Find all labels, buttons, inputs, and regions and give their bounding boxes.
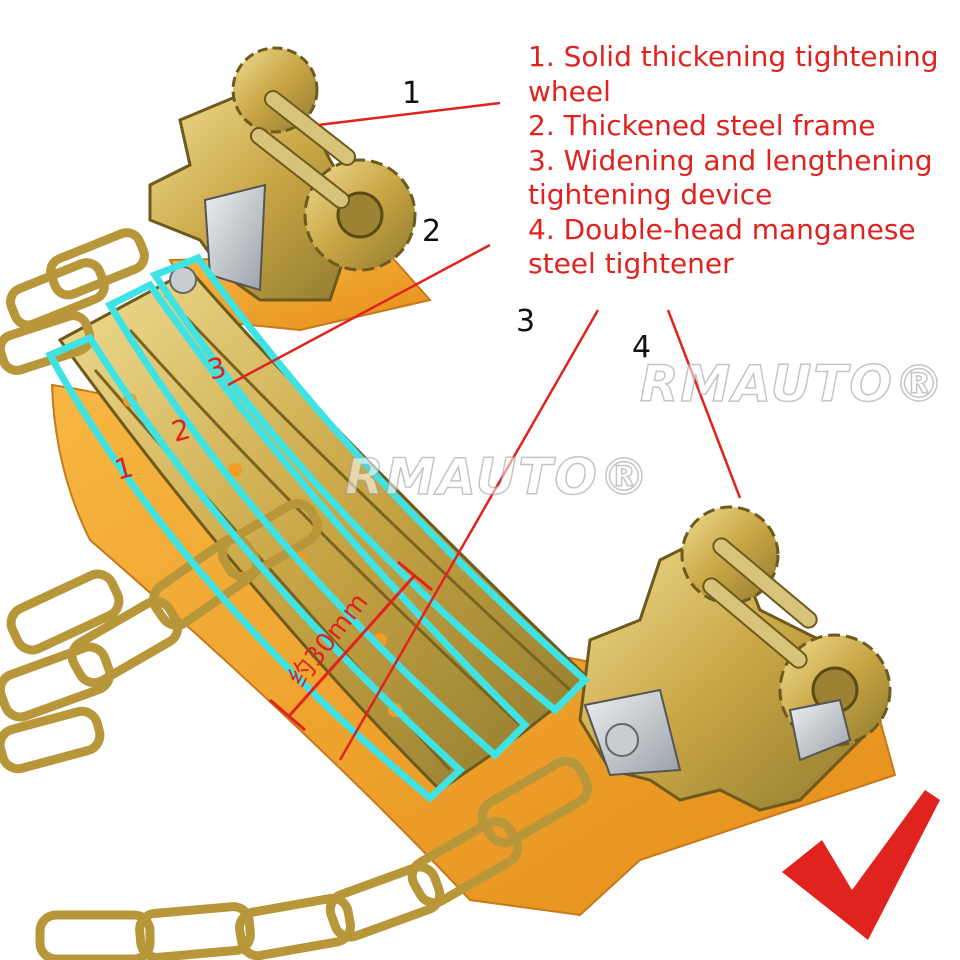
callout-3: 3 [516, 304, 536, 339]
callout-4: 4 [632, 330, 652, 365]
leader-lines [227, 101, 742, 761]
callout-1: 1 [402, 76, 422, 111]
feature-item-1: 1. Solid thickening tightening wheel [528, 40, 939, 108]
feature-item-2: 2. Thickened steel frame [528, 109, 876, 142]
feature-item-4: 4. Double-head manganese steel tightener [528, 212, 916, 281]
highlight-track-3 [149, 253, 591, 715]
measurement-indicator [269, 560, 433, 732]
watermark-top: RMAUTO® [639, 354, 946, 414]
feature-item-3: 3. Widening and lengthening tightening d… [528, 143, 933, 212]
highlight-track-2 [105, 280, 530, 760]
highlight-tracks [45, 253, 591, 803]
top-tightener [148, 46, 417, 302]
feature-list: 1. Solid thickening tightening wheel 2. … [528, 40, 958, 282]
check-mark [782, 790, 940, 940]
bottom-tightener [578, 505, 892, 812]
chain-links [0, 228, 593, 960]
highlight-track-1 [45, 333, 466, 803]
watermark-center: RMAUTO® [344, 447, 651, 507]
callout-2: 2 [422, 214, 442, 249]
